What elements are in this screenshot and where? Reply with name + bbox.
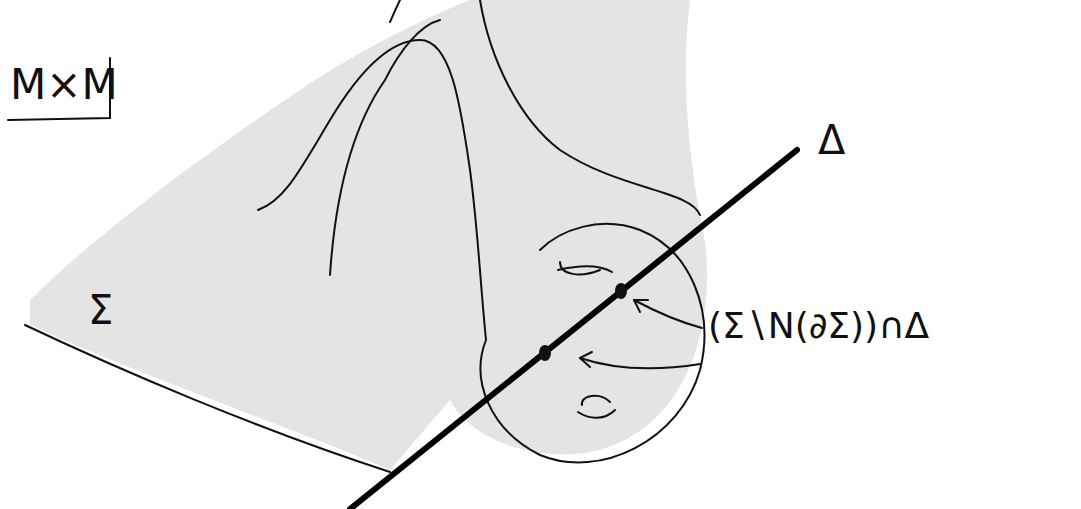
intersection-label: (Σ∖N(∂Σ))∩Δ xyxy=(708,306,929,346)
space-label: M×M xyxy=(10,62,118,108)
surface-label: Σ xyxy=(88,288,113,332)
surface-shading xyxy=(30,0,707,470)
diagonal-label: Δ xyxy=(818,118,845,162)
